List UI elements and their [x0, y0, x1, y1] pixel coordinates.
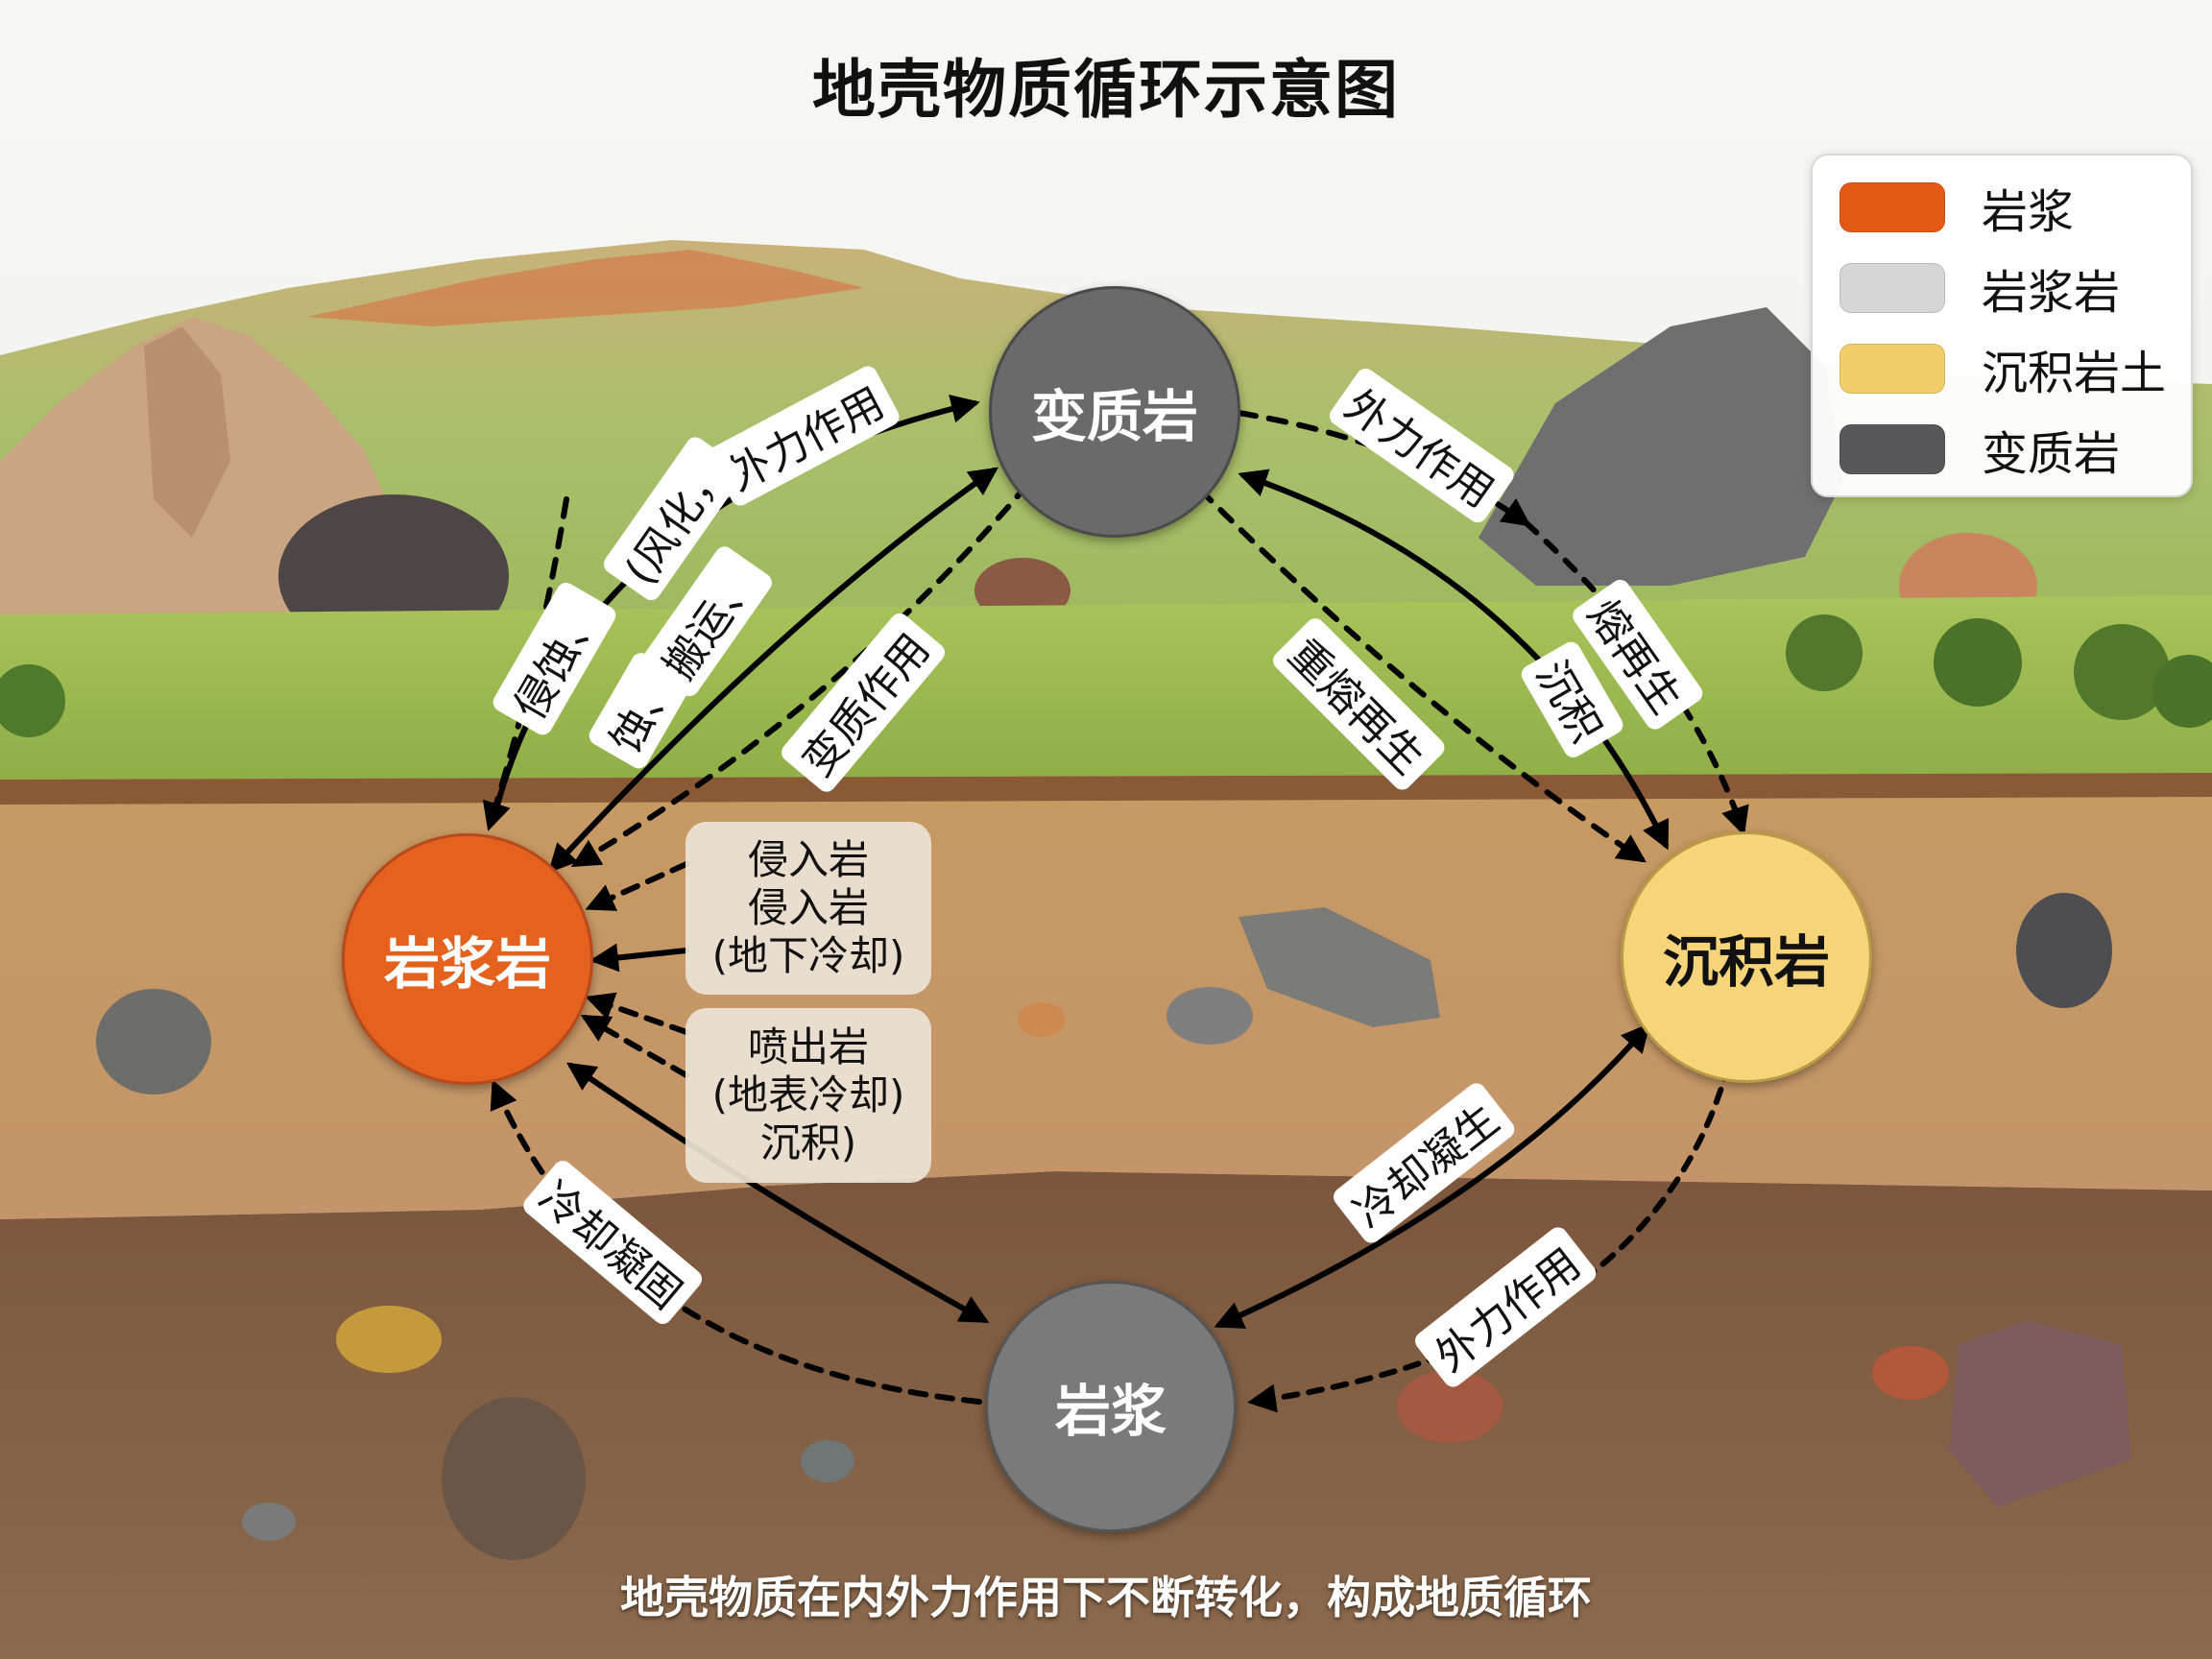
legend-swatch-metamorphic — [1839, 424, 1945, 474]
info-line: (地下冷却) — [711, 932, 905, 979]
legend-swatch-sedimentary — [1839, 344, 1945, 394]
node-sedimentary-rock: 沉积岩 — [1621, 831, 1872, 1083]
legend-swatch-magma — [1839, 182, 1945, 232]
info-line: 侵入岩 — [747, 884, 869, 931]
info-box-extrusive: 喷出岩 (地表冷却) 沉积) — [685, 1008, 931, 1183]
info-box-intrusive: 侵入岩 侵入岩 (地下冷却) — [685, 822, 931, 995]
legend-item-metamorphic: 变质岩 — [1839, 421, 2120, 481]
legend-label: 变质岩 — [1982, 427, 2121, 481]
node-magma: 岩浆 — [985, 1281, 1237, 1532]
node-igneous-rock: 岩浆岩 — [342, 833, 593, 1085]
node-label: 变质岩 — [1030, 384, 1198, 449]
legend-label: 沉积岩土 — [1982, 347, 2167, 400]
legend-item-igneous: 岩浆岩 — [1839, 259, 2120, 320]
legend-item-magma: 岩浆 — [1839, 179, 2074, 239]
legend: 岩浆 岩浆岩 沉积岩土 变质岩 — [1811, 154, 2193, 497]
info-line: (地表冷却) — [711, 1071, 905, 1118]
legend-label: 岩浆 — [1982, 185, 2075, 239]
page-title: 地壳物质循环示意图 — [812, 53, 1400, 127]
node-metamorphic-rock: 变质岩 — [989, 286, 1240, 538]
info-line: 沉积) — [759, 1119, 857, 1166]
info-line: 侵入岩 — [747, 836, 869, 883]
legend-item-sedimentary: 沉积岩土 — [1839, 340, 2166, 400]
info-line: 喷出岩 — [747, 1023, 869, 1070]
legend-swatch-igneous — [1839, 263, 1945, 313]
node-label: 岩浆岩 — [383, 931, 551, 997]
node-label: 沉积岩 — [1662, 929, 1830, 995]
legend-label: 岩浆岩 — [1982, 266, 2121, 320]
bottom-caption: 地壳物质在内外力作用下不断转化，构成地质循环 — [620, 1572, 1592, 1623]
node-label: 岩浆 — [1054, 1379, 1166, 1444]
